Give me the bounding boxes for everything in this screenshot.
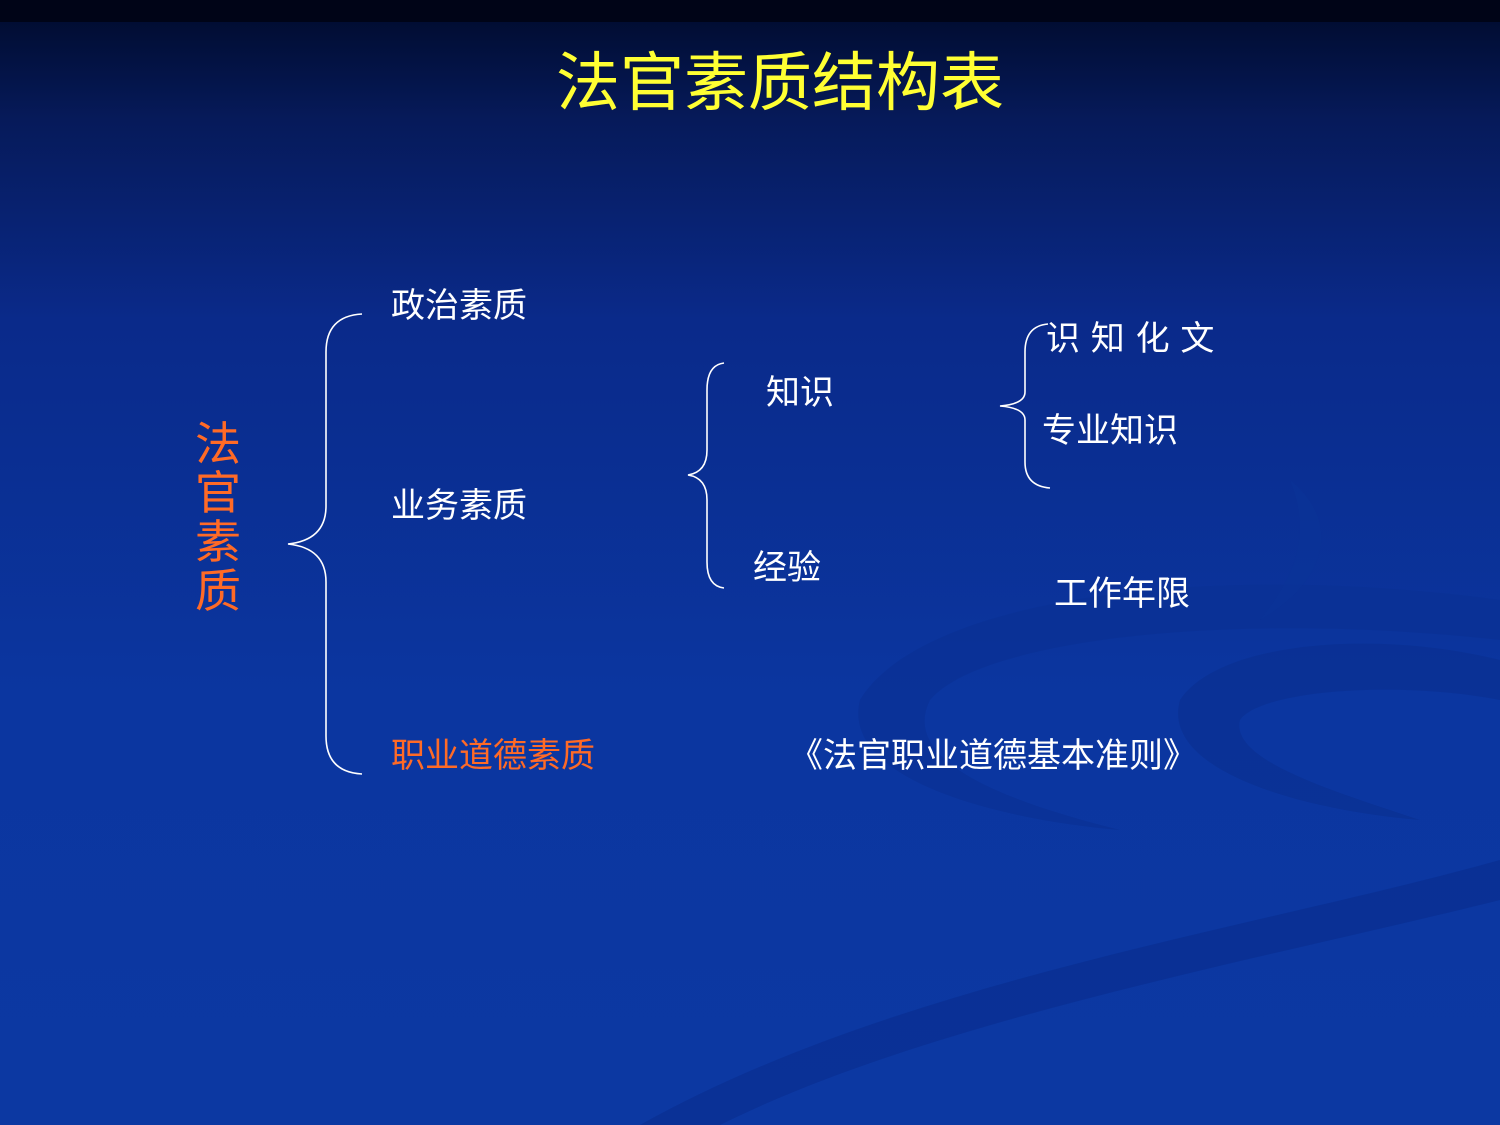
professional-brace	[687, 362, 725, 589]
root-label-vertical: 法官素质	[195, 417, 241, 618]
cultural-knowledge-label: 识 知 化 文	[1046, 319, 1215, 359]
slide-title: 法官素质结构表	[556, 47, 1004, 121]
professional-knowledge-label: 专业知识	[1042, 411, 1178, 451]
main-brace	[287, 313, 363, 775]
ethics-quality: 职业道德素质	[391, 736, 595, 776]
ethics-code-label: 《法官职业道德基本准则》	[789, 736, 1197, 776]
professional-quality: 业务素质	[391, 486, 527, 526]
work-years-label: 工作年限	[1054, 574, 1190, 614]
experience-label: 经验	[753, 548, 821, 588]
knowledge-brace	[999, 323, 1051, 489]
knowledge-label: 知识	[766, 373, 834, 413]
political-quality: 政治素质	[391, 286, 527, 326]
top-band	[0, 0, 1500, 22]
